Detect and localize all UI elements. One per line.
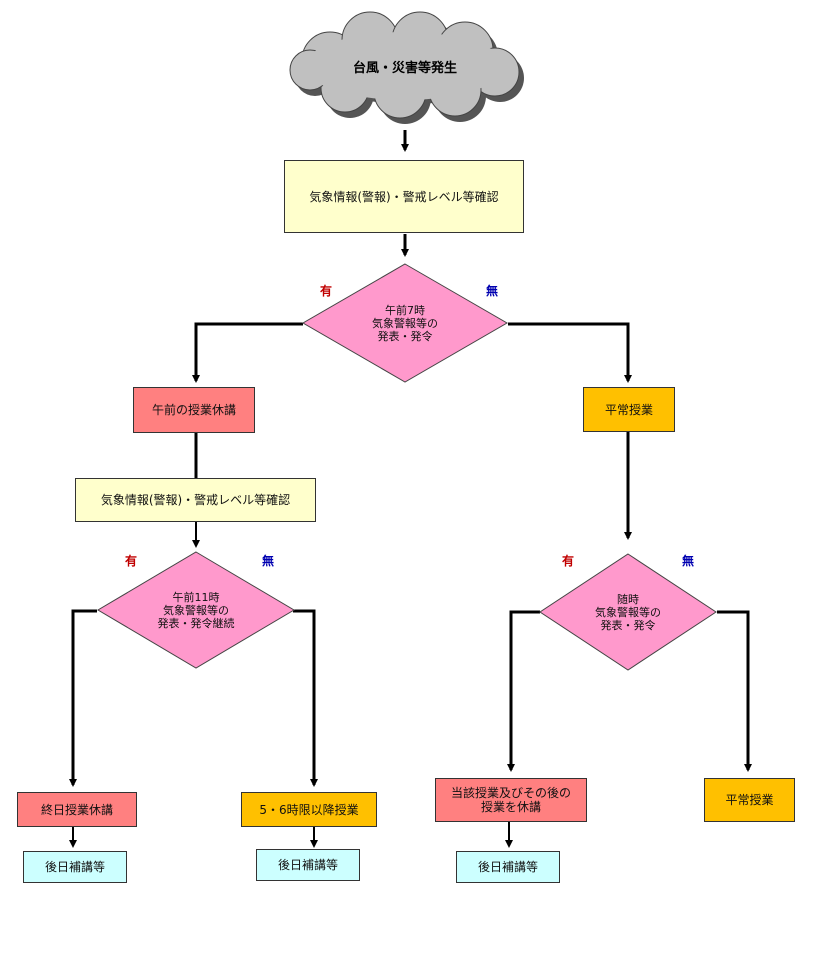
decision-3-no-label: 無 xyxy=(682,554,695,568)
line-decision2-yes xyxy=(69,609,97,787)
makeup-box-2: 後日補講等 xyxy=(256,849,360,881)
decision-1-line-1: 午前7時 xyxy=(385,303,425,317)
line-decision3-yes xyxy=(507,610,540,772)
cloud-shape xyxy=(289,11,524,124)
morning-closed-box: 午前の授業休講 xyxy=(133,387,255,433)
line-decision1-yes xyxy=(192,322,303,383)
decision-2-text: 午前11時 気象警報等の 発表・発令継続 xyxy=(136,585,256,635)
makeup-box-1: 後日補講等 xyxy=(23,851,127,883)
afternoon-class-box: 5・6時限以降授業 xyxy=(241,792,377,827)
normal-class-box-1: 平常授業 xyxy=(583,387,675,432)
decision-3-line-2: 気象警報等の xyxy=(595,605,661,619)
line-decision3-no xyxy=(717,610,752,772)
decision-3-diamond xyxy=(539,553,717,671)
decision-2-no-label: 無 xyxy=(262,554,275,568)
decision-1-no-label: 無 xyxy=(486,284,499,298)
check-weather-box-top: 気象情報(警報)・警戒レベル等確認 xyxy=(284,160,524,233)
decision-2-line-3: 発表・発令継続 xyxy=(157,616,235,630)
decision-3-text: 随時 気象警報等の 発表・発令 xyxy=(573,587,683,637)
decision-3-line-1: 随時 xyxy=(617,592,639,606)
decision-1-line-2: 気象警報等の xyxy=(372,316,438,330)
line-decision2-no xyxy=(293,609,318,787)
decision-3-line-3: 発表・発令 xyxy=(600,618,656,632)
normal-class-box-2: 平常授業 xyxy=(704,778,795,822)
cancel-after-line-2: 授業を休講 xyxy=(480,800,541,814)
all-day-closed-box: 終日授業休講 xyxy=(17,792,137,827)
line-decision1-no xyxy=(508,322,632,383)
decision-1-text: 午前7時 気象警報等の 発表・発令 xyxy=(340,295,470,351)
makeup-box-3: 後日補講等 xyxy=(456,851,560,883)
decision-1-yes-label: 有 xyxy=(320,284,333,298)
decision-2-line-2: 気象警報等の xyxy=(163,603,229,617)
decision-2-line-1: 午前11時 xyxy=(172,590,220,604)
decision-1-line-3: 発表・発令 xyxy=(377,329,433,343)
cancel-after-line-1: 当該授業及びその後の xyxy=(450,786,571,800)
start-event-label: 台風・災害等発生 xyxy=(352,61,457,76)
check-weather-box-mid: 気象情報(警報)・警戒レベル等確認 xyxy=(75,478,316,522)
cancel-after-box: 当該授業及びその後の 授業を休講 xyxy=(435,778,587,822)
decision-2-yes-label: 有 xyxy=(125,554,138,568)
decision-2-diamond xyxy=(97,551,295,669)
decision-3-yes-label: 有 xyxy=(562,554,575,568)
decision-1-diamond xyxy=(302,263,508,383)
